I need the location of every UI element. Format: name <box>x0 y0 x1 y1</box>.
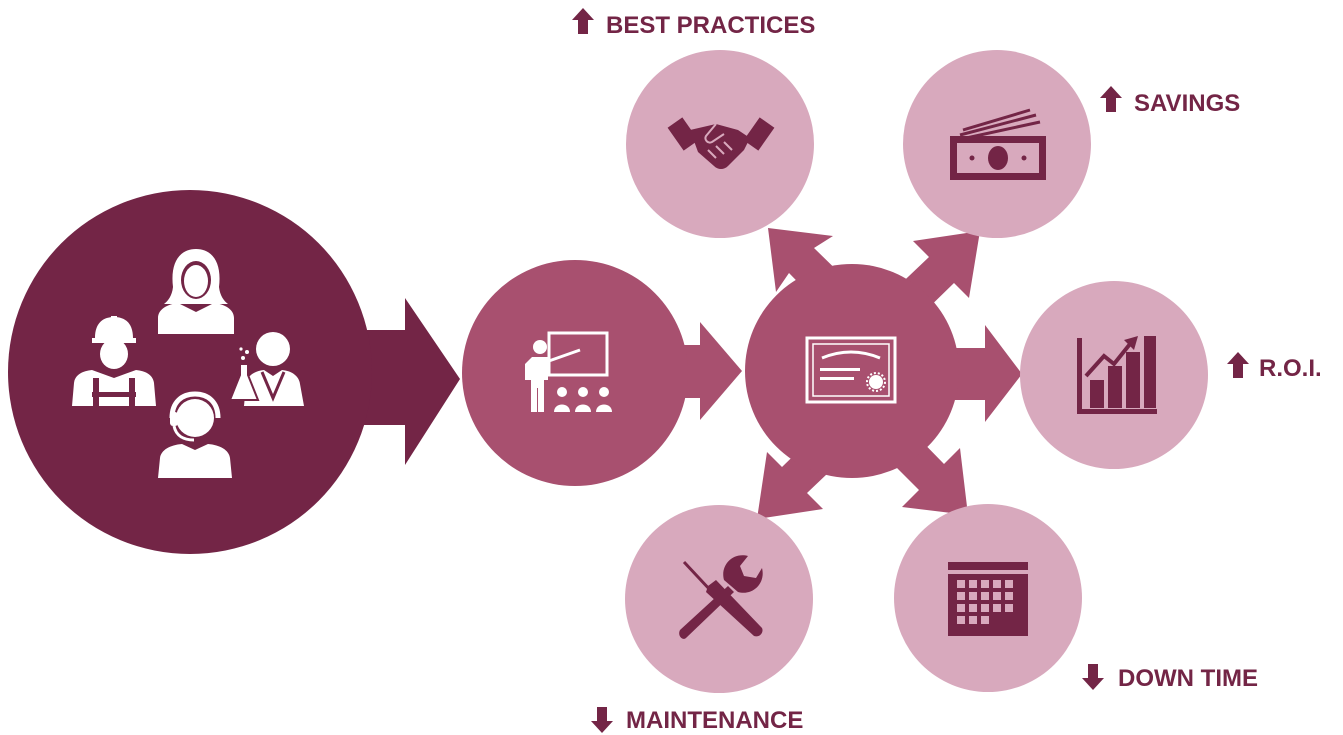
labels: BEST PRACTICES SAVINGS R.O.I. DOWN TIME … <box>572 8 1322 734</box>
arrow-certification-to-roi <box>940 325 1022 422</box>
people-circle <box>8 190 372 554</box>
label-down-time-text: DOWN TIME <box>1118 665 1258 692</box>
wrench-screwdriver-icon <box>679 555 763 639</box>
label-maintenance: MAINTENANCE <box>591 707 803 734</box>
arrow-up-icon <box>1227 352 1249 378</box>
arrow-down-icon <box>1082 664 1104 690</box>
label-down-time: DOWN TIME <box>1082 664 1258 692</box>
bar-chart-growth-icon <box>1077 336 1157 414</box>
trainer-presentation-icon <box>525 331 612 412</box>
label-roi: R.O.I. <box>1227 352 1322 382</box>
calendar-icon <box>948 562 1028 636</box>
arrow-down-icon <box>591 707 613 733</box>
label-savings: SAVINGS <box>1100 86 1240 117</box>
training-circle <box>462 260 688 486</box>
label-maintenance-text: MAINTENANCE <box>626 707 803 734</box>
label-roi-text: R.O.I. <box>1259 355 1322 382</box>
certificate-icon <box>805 336 897 404</box>
people-group-icon <box>72 249 304 478</box>
handshake-icon <box>667 117 775 169</box>
label-best-practices: BEST PRACTICES <box>572 8 815 39</box>
money-bills-icon <box>950 108 1046 180</box>
label-savings-text: SAVINGS <box>1134 90 1240 117</box>
label-best-practices-text: BEST PRACTICES <box>606 12 815 39</box>
arrow-up-icon <box>1100 86 1122 112</box>
arrow-up-icon <box>572 8 594 34</box>
